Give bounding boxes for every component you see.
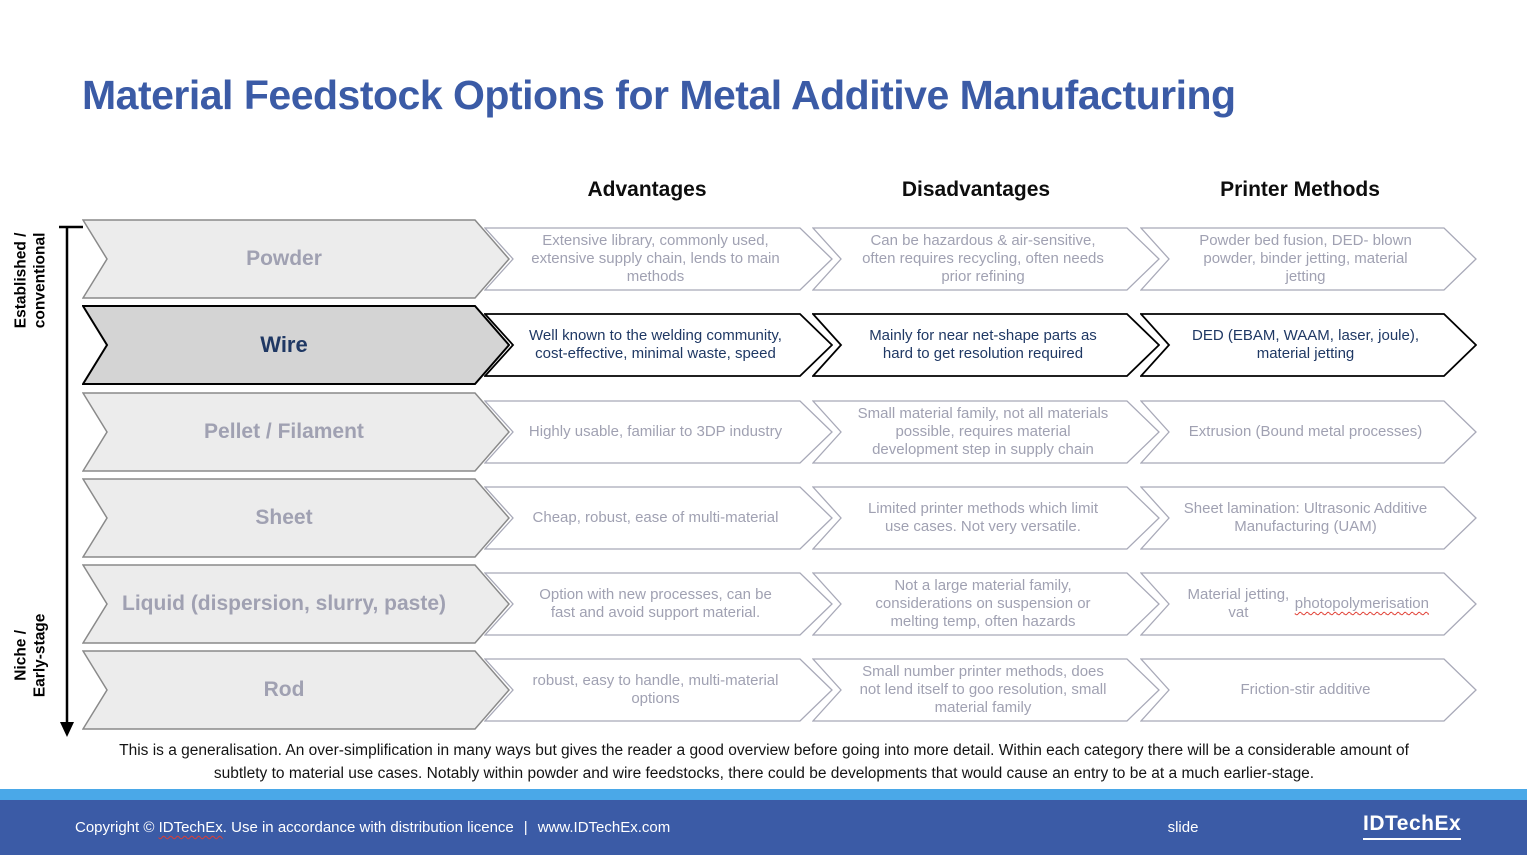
feedstock-row-sheet: Sheet Cheap, robust, ease of multi-mater… — [82, 478, 1492, 558]
licence-text: . Use in accordance with distribution li… — [222, 819, 514, 836]
disadvantages-text: Small number printer methods, does not l… — [859, 663, 1107, 716]
advantages-cell: Cheap, robust, ease of multi-material — [484, 486, 833, 550]
disadvantages-text: Can be hazardous & air-sensitive, often … — [862, 232, 1104, 285]
axis-label-niche: Niche / Early-stage — [12, 613, 49, 698]
printer-methods-text: Powder bed fusion, DED- blown powder, bi… — [1199, 232, 1412, 285]
advantages-cell: Highly usable, familiar to 3DP industry — [484, 400, 833, 464]
brand-name: IDTechEx — [158, 819, 223, 836]
advantages-text: Option with new processes, can be fast a… — [539, 586, 772, 621]
material-arrow: Liquid (dispersion, slurry, paste) — [82, 564, 510, 644]
printer-methods-cell: DED (EBAM, WAAM, laser, joule), material… — [1140, 313, 1477, 377]
feedstock-row-liquid: Liquid (dispersion, slurry, paste) Optio… — [82, 564, 1492, 644]
printer-methods-cell: Powder bed fusion, DED- blown powder, bi… — [1140, 227, 1477, 291]
website-url[interactable]: www.IDTechEx.com — [537, 819, 671, 836]
material-arrow: Wire — [82, 305, 510, 385]
material-label: Liquid (dispersion, slurry, paste) — [122, 591, 446, 615]
printer-methods-cell: Material jetting, vat photopolymerisatio… — [1140, 572, 1477, 636]
advantages-text: robust, easy to handle, multi-material o… — [532, 672, 779, 707]
material-arrow: Sheet — [82, 478, 510, 558]
advantages-cell: Option with new processes, can be fast a… — [484, 572, 833, 636]
material-arrow: Pellet / Filament — [82, 392, 510, 472]
disadvantages-cell: Small material family, not all materials… — [812, 400, 1160, 464]
advantages-cell: Well known to the welding community, cos… — [484, 313, 833, 377]
printer-methods-cell: Extrusion (Bound metal processes) — [1140, 400, 1477, 464]
advantages-text: Highly usable, familiar to 3DP industry — [528, 423, 783, 440]
disadvantages-cell: Mainly for near net-shape parts as hard … — [812, 313, 1160, 377]
printer-methods-cell: Sheet lamination: Ultrasonic Additive Ma… — [1140, 486, 1477, 550]
axis-label-established: Established / conventional — [12, 232, 49, 329]
printer-methods-text: Friction-stir additive — [1240, 681, 1371, 698]
material-label: Wire — [260, 332, 308, 358]
printer-methods-text: Sheet lamination: Ultrasonic Additive Ma… — [1183, 500, 1428, 535]
advantages-cell: robust, easy to handle, multi-material o… — [484, 658, 833, 722]
material-label: Pellet / Filament — [204, 419, 364, 443]
feedstock-row-pellet-filament: Pellet / Filament Highly usable, familia… — [82, 392, 1492, 472]
advantages-text: Extensive library, commonly used, extens… — [531, 232, 780, 285]
advantages-cell: Extensive library, commonly used, extens… — [484, 227, 833, 291]
feedstock-row-rod: Rod robust, easy to handle, multi-materi… — [82, 650, 1492, 730]
disadvantages-cell: Small number printer methods, does not l… — [812, 658, 1160, 722]
disadvantages-text: Small material family, not all materials… — [857, 405, 1109, 458]
feedstock-row-wire: Wire Well known to the welding community… — [82, 305, 1492, 385]
disadvantages-cell: Not a large material family, considerati… — [812, 572, 1160, 636]
footer-bar: Copyright © IDTechEx. Use in accordance … — [0, 800, 1527, 855]
disadvantages-text: Limited printer methods which limit use … — [867, 500, 1099, 535]
material-arrow: Rod — [82, 650, 510, 730]
slide-number-label: slide — [1167, 819, 1199, 836]
column-header-advantages: Advantages — [587, 178, 707, 201]
printer-methods-cell: Friction-stir additive — [1140, 658, 1477, 722]
generalisation-note: This is a generalisation. An over-simpli… — [119, 742, 1409, 783]
printer-methods-text: Extrusion (Bound metal processes) — [1188, 423, 1423, 440]
disadvantages-text: Mainly for near net-shape parts as hard … — [869, 327, 1097, 362]
disadvantages-cell: Can be hazardous & air-sensitive, often … — [812, 227, 1160, 291]
advantages-text: Cheap, robust, ease of multi-material — [532, 509, 779, 526]
material-label: Sheet — [255, 505, 313, 529]
material-label: Powder — [246, 246, 322, 270]
disadvantages-cell: Limited printer methods which limit use … — [812, 486, 1160, 550]
advantages-text: Well known to the welding community, cos… — [529, 327, 782, 362]
printer-methods-text: DED (EBAM, WAAM, laser, joule), material… — [1192, 327, 1419, 362]
column-header-disadvantages: Disadvantages — [901, 178, 1051, 201]
bottom-accent-strip — [0, 789, 1527, 800]
feedstock-row-powder: Powder Extensive library, commonly used,… — [82, 219, 1492, 299]
separator: | — [523, 819, 528, 836]
material-arrow: Powder — [82, 219, 510, 299]
copyright-text: Copyright © IDTechEx. Use in accordance … — [75, 800, 670, 855]
printer-methods-text: Material jetting, vat photopolymerisatio… — [1187, 586, 1429, 621]
column-header-printer-methods: Printer Methods — [1220, 178, 1380, 201]
material-label: Rod — [263, 677, 305, 701]
idtechex-logo: IDTechEx — [1363, 812, 1462, 840]
disadvantages-text: Not a large material family, considerati… — [875, 577, 1091, 630]
page-title: Material Feedstock Options for Metal Add… — [82, 72, 1236, 118]
copyright-prefix: Copyright © — [75, 819, 159, 836]
